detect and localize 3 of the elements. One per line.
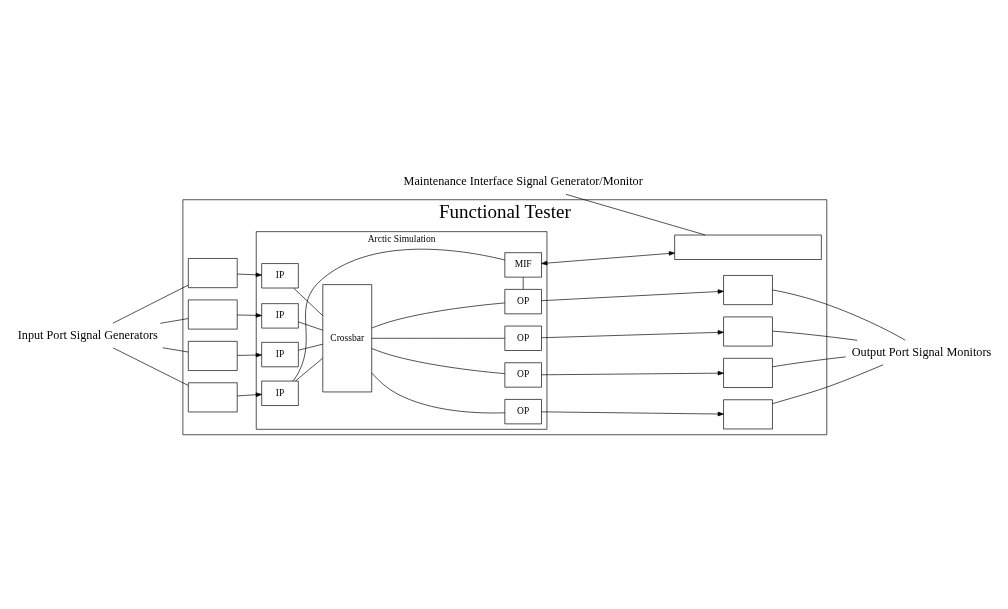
node-text: Output Port Signal Monitors (851, 344, 991, 359)
node-text: Input Port Signal Generators (17, 327, 158, 342)
node-text: Maintenance Interface Signal Generator/Monitor (403, 173, 643, 188)
